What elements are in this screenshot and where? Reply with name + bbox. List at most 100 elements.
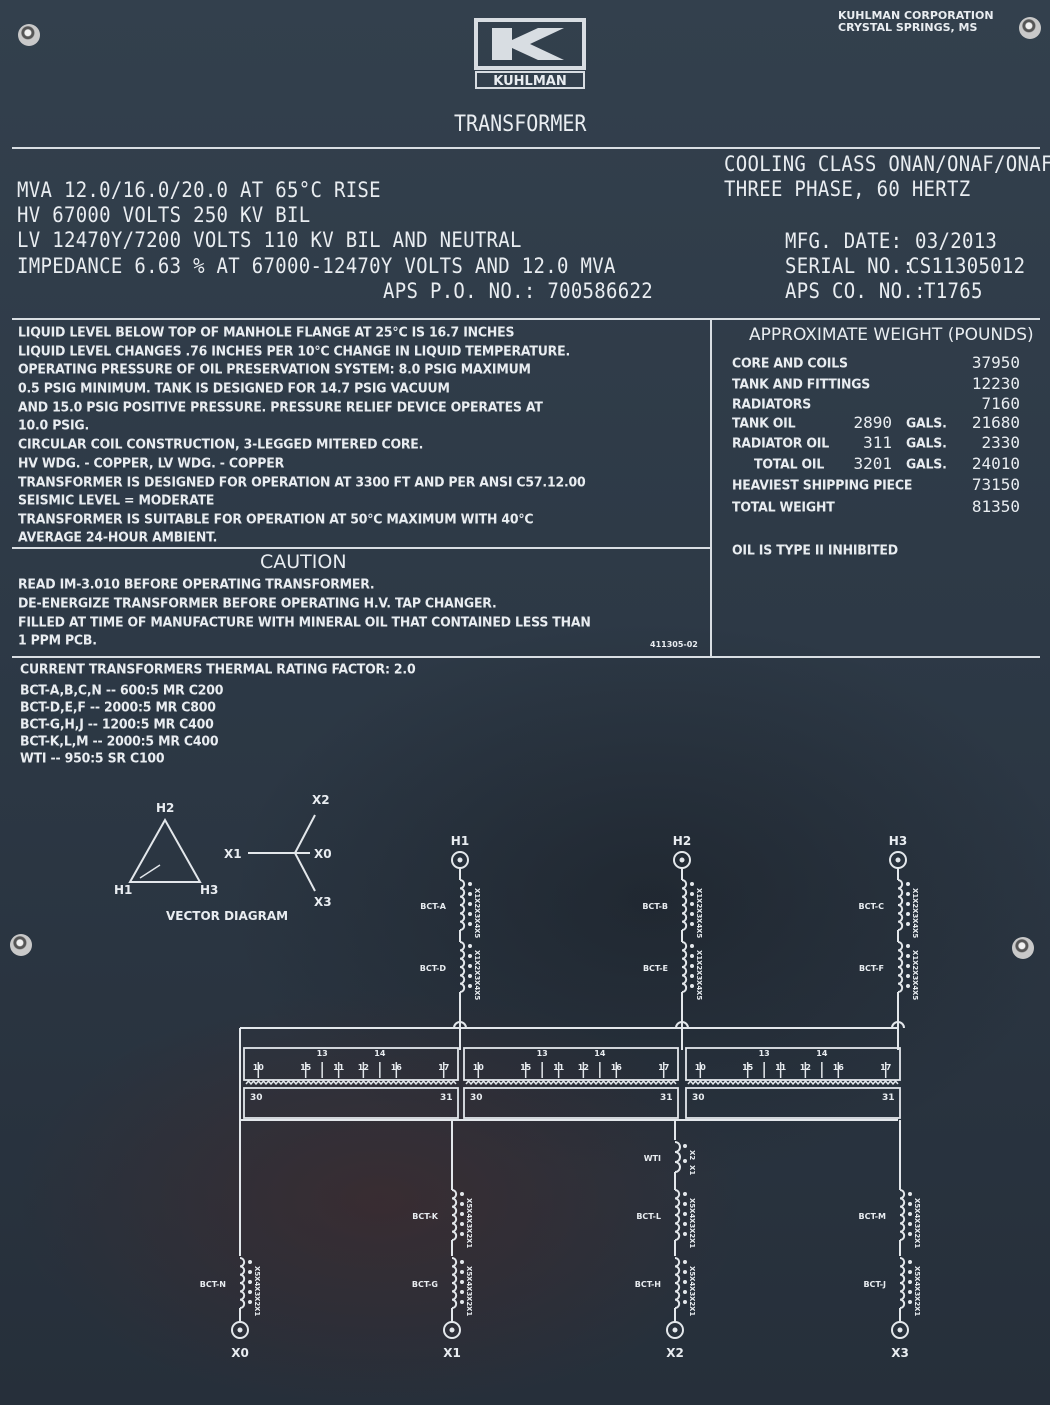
ct-terminal [908, 1222, 912, 1226]
ct-coil-icon [681, 879, 688, 931]
crossover-icon [675, 1021, 689, 1029]
ct-coil-icon [897, 941, 904, 993]
ct-coil-icon [897, 879, 904, 931]
ct-terminal-label: X3 [473, 908, 481, 918]
ct-label: BCT-D [420, 964, 447, 973]
tap-terminal-label: 15 [300, 1063, 312, 1072]
weight-value: 73150 [971, 475, 1020, 494]
divider [12, 147, 1040, 149]
ct-label: BCT-M [858, 1212, 886, 1221]
ct-terminal [690, 882, 694, 886]
tap-winding-box [685, 1047, 901, 1081]
ct-terminal-label: X3 [253, 1286, 261, 1296]
tap-terminal-label: 15 [520, 1063, 532, 1072]
caution-line: 1 PPM PCB. [18, 632, 97, 648]
ct-terminal-label: X1 [695, 950, 703, 960]
ct-terminal [460, 1290, 464, 1294]
ct-terminal-label: X5 [465, 1198, 473, 1208]
ct-terminal [690, 922, 694, 926]
corp-line-2: CRYSTAL SPRINGS, MS [838, 21, 978, 34]
impedance-line: IMPEDANCE 6.63 % AT 67000-12470Y VOLTS A… [17, 254, 616, 279]
ct-terminal [906, 882, 910, 886]
ct-coil-icon [681, 941, 688, 993]
weight-label: HEAVIEST SHIPPING PIECE [732, 477, 913, 493]
note-line: CIRCULAR COIL CONSTRUCTION, 3-LEGGED MIT… [18, 436, 424, 452]
weight-gallons: 2890 [853, 413, 892, 432]
winding-line [245, 1079, 457, 1086]
ct-coil-icon [674, 1257, 681, 1309]
ct-label: BCT-G [412, 1280, 438, 1289]
ct-terminal-label: X5 [253, 1266, 261, 1276]
ct-terminal-label: X1 [911, 888, 919, 898]
ct-terminal-label: X1 [253, 1306, 261, 1316]
ct-terminal [683, 1232, 687, 1236]
tap-terminal-label: 12 [800, 1063, 811, 1072]
ct-terminal [906, 964, 910, 968]
ct-terminal-label: X5 [473, 928, 481, 938]
bushing-label: X0 [231, 1346, 249, 1360]
mva-line: MVA 12.0/16.0/20.0 AT 65°C RISE [17, 178, 381, 203]
tap-terminal-label: 16 [833, 1063, 845, 1072]
weight-value: 37950 [971, 353, 1020, 372]
tap-terminal-label: 16 [391, 1063, 403, 1072]
ct-terminal [460, 1280, 464, 1284]
weight-value: 2330 [981, 433, 1020, 452]
ct-terminal-label: X3 [913, 1286, 921, 1296]
bushing-icon [231, 1321, 249, 1339]
ct-terminal-label: X5 [688, 1198, 696, 1208]
lv-terminal-label: 30 [470, 1093, 483, 1103]
note-line: LIQUID LEVEL CHANGES .76 INCHES PER 10°C… [18, 343, 570, 359]
ct-terminal-label: X4 [913, 1276, 921, 1286]
ct-terminal [468, 964, 472, 968]
ct-terminal-label: X5 [913, 1198, 921, 1208]
lv-terminal-label: 31 [660, 1093, 673, 1103]
crossover-icon [891, 1021, 905, 1029]
ct-terminal [683, 1144, 687, 1148]
ct-coil-icon [674, 1141, 681, 1173]
ct-terminal-label: X1 [465, 1306, 473, 1316]
ct-terminal [690, 964, 694, 968]
ct-terminal-label: X2 [465, 1228, 473, 1238]
tap-terminal-label: 11 [333, 1063, 345, 1072]
tap-winding-box [463, 1047, 679, 1081]
ct-terminal-label: X5 [695, 928, 703, 938]
divider [12, 318, 1040, 320]
ct-terminal [460, 1300, 464, 1304]
ct-terminal-label: X2 [473, 898, 481, 908]
ct-terminal [908, 1290, 912, 1294]
weight-value: 81350 [971, 497, 1020, 516]
vd-h2: H2 [156, 801, 174, 815]
tap-terminal-label: 10 [695, 1063, 707, 1072]
ct-terminal [906, 902, 910, 906]
note-line: SEISMIC LEVEL = MODERATE [18, 492, 215, 508]
weight-value: 7160 [981, 394, 1020, 413]
vd-h3: H3 [200, 883, 218, 897]
caution-line: READ IM-3.010 BEFORE OPERATING TRANSFORM… [18, 576, 375, 592]
ct-terminal [690, 974, 694, 978]
lv-terminal-label: 31 [440, 1093, 453, 1103]
bushing-center [237, 1327, 243, 1333]
bushing-label: X3 [891, 1346, 909, 1360]
tap-terminal-label: 13 [537, 1049, 548, 1058]
ct-label: WTI [644, 1154, 661, 1163]
weights-title: APPROXIMATE WEIGHT (POUNDS) [749, 325, 1034, 345]
bushing-label: H2 [673, 834, 691, 848]
ct-terminal [468, 922, 472, 926]
ct-terminal [908, 1212, 912, 1216]
ct-terminal-label: X4 [688, 1208, 696, 1218]
bushing-label: X1 [443, 1346, 461, 1360]
tap-terminal-label: 11 [553, 1063, 565, 1072]
ct-terminal [460, 1222, 464, 1226]
tap-terminal-label: 17 [658, 1063, 669, 1072]
divider [710, 318, 712, 656]
weight-label: RADIATOR OIL [732, 435, 830, 451]
ct-label: BCT-L [636, 1212, 661, 1221]
ct-line: BCT-A,B,C,N -- 600:5 MR C200 [20, 682, 224, 698]
ct-terminal [683, 1159, 687, 1163]
ct-terminal-label: X4 [473, 980, 481, 990]
bushing-center [457, 857, 463, 863]
ct-terminal-label: X5 [911, 990, 919, 1000]
ct-label: BCT-A [420, 902, 447, 911]
ct-label: BCT-H [635, 1280, 661, 1289]
ct-terminal-label: X3 [688, 1218, 696, 1228]
